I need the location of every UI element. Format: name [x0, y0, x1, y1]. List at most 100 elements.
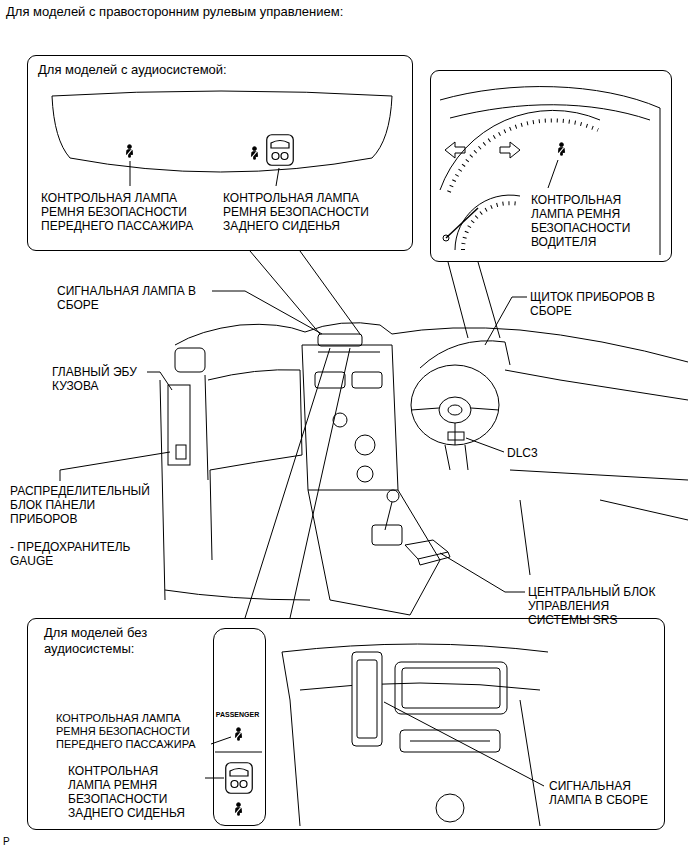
lamp-label: КОНТРОЛЬНАЯ ЛАМПА РЕМНЯ БЕЗОПАСНОСТИ ЗАД… [223, 191, 403, 233]
no-audio-inset-art [395, 662, 507, 714]
no-audio-inset-art [211, 737, 231, 744]
dashboard-drawing [387, 490, 399, 502]
lamp-label: КОНТРОЛЬНАЯ ЛАМПА РЕМНЯ БЕЗОПАСНОСТИ ЗАД… [68, 764, 203, 820]
inset-heading: Для моделей без аудиосистемы: [44, 625, 214, 657]
part-label: ЩИТОК ПРИБОРОВ В СБОРЕ [530, 290, 675, 318]
dashboard-drawing [147, 372, 172, 390]
dashboard-drawing [205, 375, 208, 480]
cluster-inset-art [548, 160, 558, 188]
dashboard-drawing [448, 432, 464, 440]
inset-heading: Для моделей с аудиосистемой: [38, 62, 378, 78]
dashboard-drawing [210, 470, 212, 560]
dashboard-drawing [520, 500, 530, 575]
cluster-inset-art [463, 203, 519, 250]
dashboard-drawing [352, 372, 382, 388]
dashboard-drawing [318, 334, 362, 346]
dashboard-drawing [485, 297, 527, 345]
dashboard-drawing [175, 348, 205, 372]
inset-audio-art [52, 91, 392, 172]
dashboard-drawing [60, 452, 170, 481]
dashboard-drawing [302, 345, 398, 490]
dashboard-drawing [318, 352, 380, 353]
dashboard-drawing [333, 413, 347, 427]
no-audio-inset-art [384, 702, 544, 786]
cluster-inset-art [455, 195, 520, 250]
inset-audio-art [276, 168, 279, 186]
cluster-inset-art [500, 142, 520, 158]
dashboard-drawing [315, 372, 345, 388]
cluster-inset-art [440, 87, 660, 255]
dashboard-drawing [160, 380, 165, 600]
no-audio-inset-art [282, 652, 300, 826]
part-label: ЦЕНТРАЛЬНЫЙ БЛОК УПРАВЛЕНИЯ СИСТЕМЫ SRS [528, 585, 668, 627]
cluster-inset-art [440, 110, 600, 190]
dashboard-drawing [405, 540, 448, 559]
no-audio-inset-art [205, 644, 548, 826]
figure-code: P [3, 836, 23, 848]
no-audio-inset-art [436, 794, 464, 822]
dashboard-drawing [372, 525, 402, 545]
no-audio-inset-art [357, 660, 377, 738]
dashboard-drawing [448, 405, 462, 415]
fuse-label: - ПРЕДОХРАНИТЕЛЬ GAUGE [10, 540, 160, 568]
cluster-inset-art [558, 143, 564, 155]
dashboard-drawing [600, 500, 688, 520]
dashboard-drawing [455, 423, 456, 445]
no-audio-inset-art [235, 728, 241, 740]
no-audio-inset-art [400, 730, 500, 752]
dashboard-drawing [445, 445, 450, 470]
cluster-inset-art [450, 105, 650, 120]
dashboard-drawing [411, 408, 439, 410]
panel-marking: PASSENGER [214, 710, 262, 719]
dashboard-drawing [308, 490, 440, 615]
dashboard-drawing [505, 370, 688, 400]
no-audio-inset-art [300, 683, 540, 690]
part-label: СИГНАЛЬНАЯ ЛАМПА В СБОРЕ [57, 284, 217, 312]
dashboard-drawing [439, 397, 471, 423]
dashboard-drawing [385, 502, 392, 530]
cluster-inset-art [443, 235, 449, 241]
dashboard-drawing [440, 553, 525, 592]
dashboard-drawing [355, 435, 375, 455]
no-audio-inset-art [410, 741, 490, 742]
dashboard-drawing [510, 470, 688, 480]
inset-audio-art [251, 147, 257, 159]
part-label: РАСПРЕДЕЛИТЕЛЬНЫЙ БЛОК ПАНЕЛИ ПРИБОРОВ [10, 484, 160, 526]
dashboard-drawing [418, 552, 450, 565]
cluster-inset-art [440, 87, 660, 255]
dashboard-drawing [175, 324, 305, 345]
inset-panel: Для моделей с аудиосистемой: КОНТРОЛЬНАЯ … [27, 55, 413, 251]
inset-audio-art [130, 161, 131, 186]
indicator-panel: PASSENGER [213, 628, 266, 826]
dashboard-drawing [420, 341, 510, 368]
dashboard-drawing [466, 438, 504, 452]
dashboard-drawing [290, 348, 350, 618]
dashboard-drawing [471, 408, 499, 410]
dashboard-drawing [478, 262, 500, 338]
inset-audio-art [52, 91, 392, 186]
dashboard-drawing [357, 466, 373, 482]
diagram-title: Для моделей с правосторонним рулевым упр… [6, 4, 346, 20]
cluster-inset-art [449, 120, 598, 192]
part-label: СИГНАЛЬНАЯ ЛАМПА В СБОРЕ [549, 779, 649, 807]
inset-panel: КОНТРОЛЬНАЯ ЛАМПА РЕМНЯ БЕЗОПАСНОСТИ ВОД… [430, 70, 672, 262]
no-audio-inset-art [282, 644, 548, 652]
no-audio-inset-art [402, 668, 500, 708]
inset-panel: Для моделей без аудиосистемы: КОНТРОЛЬНАЯ… [27, 618, 665, 830]
part-label: ГЛАВНЫЙ ЭБУ КУЗОВА [52, 365, 152, 393]
dashboard-drawing [176, 445, 186, 459]
dashboard-drawing [411, 365, 499, 445]
no-audio-inset-art [352, 652, 382, 746]
dashboard-drawing [465, 445, 468, 470]
dashboard-drawing [448, 262, 468, 338]
inset-audio-art [267, 135, 294, 166]
no-audio-inset-art [235, 803, 241, 815]
inset-audio-art [126, 145, 132, 157]
dashboard-drawing [168, 385, 190, 465]
no-audio-inset-art [205, 778, 224, 779]
dashboard-drawing [245, 348, 330, 618]
lamp-label: КОНТРОЛЬНАЯ ЛАМПА РЕМНЯ БЕЗОПАСНОСТИ ПЕР… [41, 191, 216, 233]
dashboard-drawing [60, 251, 688, 618]
no-audio-inset-art [226, 763, 253, 794]
connector-label: DLC3 [507, 446, 557, 460]
